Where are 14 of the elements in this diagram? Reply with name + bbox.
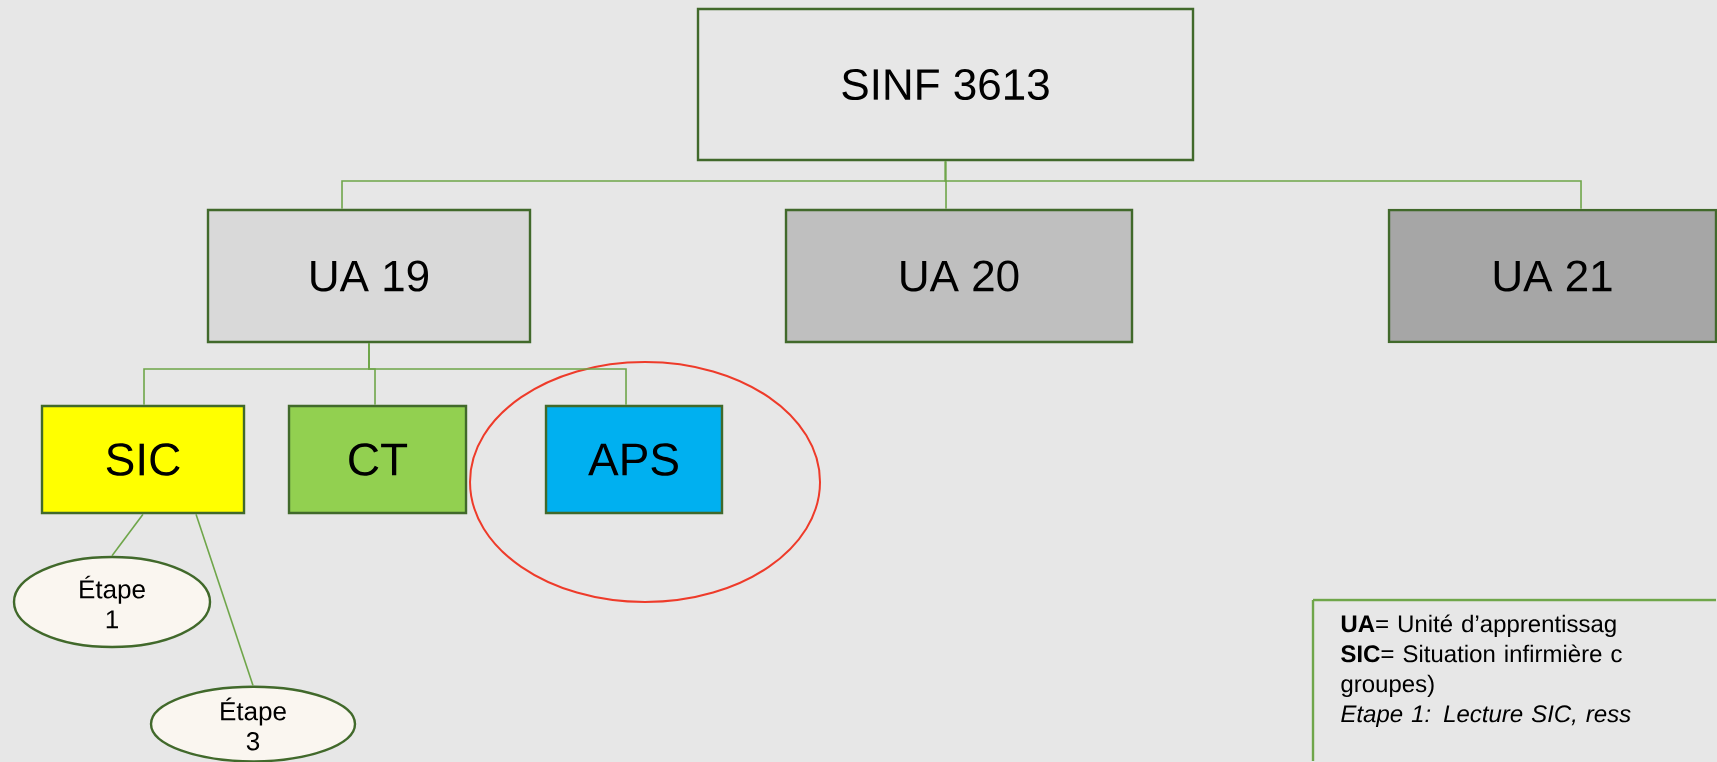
component-box: CT	[287, 404, 468, 515]
unit-box: UA 20	[784, 208, 1134, 344]
unit-box: UA 21	[1387, 208, 1717, 344]
step-oval: Étape 1	[12, 555, 212, 649]
connector-line	[195, 513, 254, 687]
title-box: SINF 3613	[696, 7, 1195, 162]
connector-line	[368, 342, 627, 406]
component-box: SIC	[40, 404, 246, 515]
connector-line	[944, 160, 1582, 210]
component-box: APS	[544, 404, 724, 515]
connector-line	[111, 513, 144, 557]
step-oval: Étape 3	[149, 685, 357, 762]
note-box: UA= Unité d’apprentissag SIC= Situation infirmière c groupes) Etape 1: Lecture SIC, ress	[1311, 598, 1717, 762]
unit-box: UA 19	[206, 208, 532, 344]
